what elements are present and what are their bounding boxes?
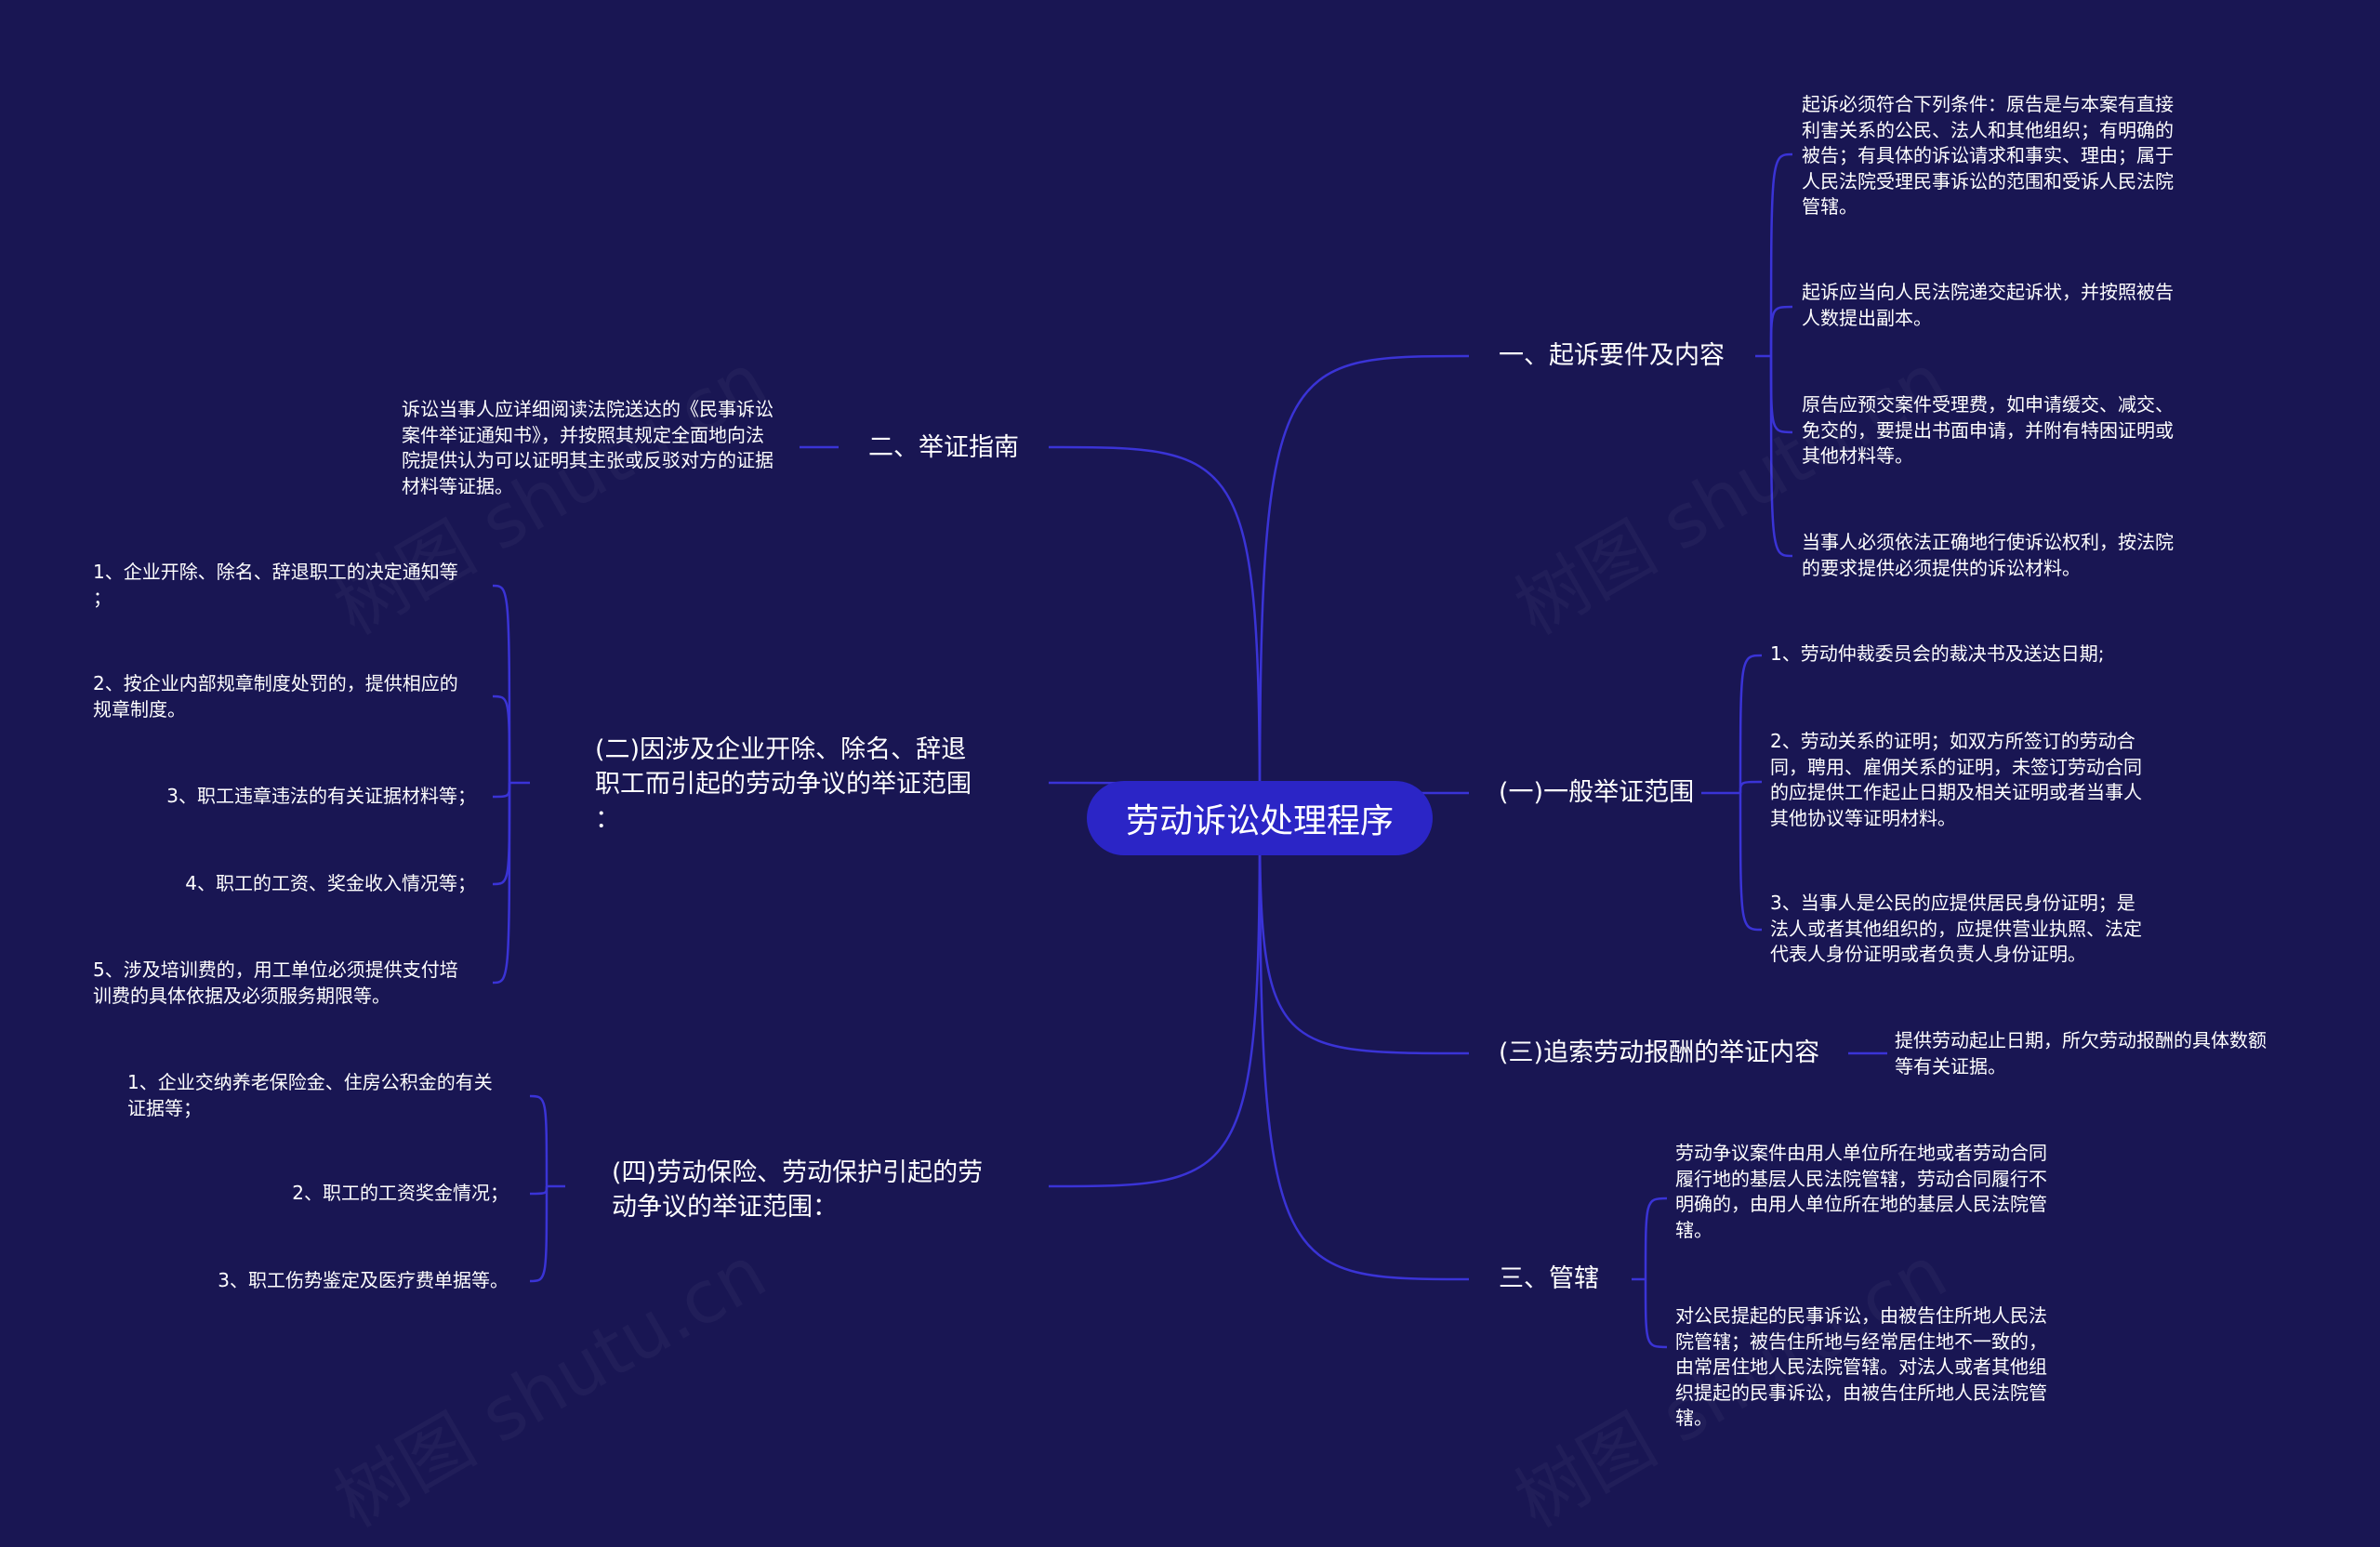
leaf-topic[interactable]: 4、职工的工资、奖金收入情况等； <box>185 872 476 894</box>
bracket-connector <box>492 782 511 799</box>
branch-topic-general-evidence[interactable]: (一)一般举证范围 <box>1499 778 1695 807</box>
trunk-connector <box>1048 445 1262 819</box>
bracket-connector <box>492 584 511 784</box>
bracket-connector <box>1739 654 1763 794</box>
bracket-connector <box>1739 792 1763 932</box>
bracket-connector <box>1769 305 1793 357</box>
bracket-connector <box>529 1094 549 1187</box>
bracket-connector <box>492 694 511 784</box>
leaf-topic[interactable]: 5、涉及培训费的，用工单位必须提供支付培 训费的具体依据及必须服务期限等。 <box>93 959 458 1007</box>
branch-topic-dismissal-disputes[interactable]: (二)因涉及企业开除、除名、辞退 职工而引起的劳动争议的举证范围 ： <box>595 735 972 834</box>
root-topic[interactable]: 劳动诉讼处理程序 <box>1087 781 1433 855</box>
leaf-topic[interactable]: 1、企业开除、除名、辞退职工的决定通知等 ； <box>93 561 458 609</box>
bracket-connector <box>1739 780 1763 794</box>
bracket-connector <box>1769 355 1793 434</box>
trunk-connector <box>1258 354 1470 819</box>
branch-topic-insurance-disputes[interactable]: (四)劳动保险、劳动保护引起的劳 动争议的举证范围： <box>612 1158 984 1223</box>
bracket-connector <box>492 782 511 985</box>
leaf-topic[interactable]: 2、劳动关系的证明；如双方所签订的劳动合 同，聘用、雇佣关系的证明，未签订劳动合… <box>1770 730 2142 829</box>
branch-topic-wage-claim[interactable]: (三)追索劳动报酬的举证内容 <box>1499 1038 1820 1067</box>
bracket-connector <box>492 782 511 886</box>
leaf-topic[interactable]: 当事人必须依法正确地行使诉讼权利，按法院 的要求提供必须提供的诉讼材料。 <box>1802 531 2174 579</box>
branch-topic-evidence-guide[interactable]: 二、举证指南 <box>868 433 1019 462</box>
bracket-connector <box>529 1185 549 1283</box>
leaf-topic[interactable]: 2、按企业内部规章制度处罚的，提供相应的 规章制度。 <box>93 672 458 721</box>
leaf-topic[interactable]: 诉讼当事人应详细阅读法院送达的《民事诉讼 案件举证通知书》，并按照其规定全面地向… <box>402 398 774 497</box>
leaf-topic[interactable]: 3、职工违章违法的有关证据材料等； <box>166 785 476 807</box>
branch-topic-filing-requirements[interactable]: 一、起诉要件及内容 <box>1499 341 1725 370</box>
leaf-topic[interactable]: 3、当事人是公民的应提供居民身份证明；是 法人或者其他组织的，应提供营业执照、法… <box>1770 892 2142 966</box>
bracket-connector <box>1769 152 1793 357</box>
bracket-connector <box>1644 1278 1668 1349</box>
leaf-topic[interactable]: 1、企业交纳养老保险金、住房公积金的有关 证据等； <box>127 1071 493 1119</box>
leaf-topic[interactable]: 对公民提起的民事诉讼，由被告住所地人民法 院管辖；被告住所地与经常居住地不一致的… <box>1675 1304 2047 1430</box>
branch-topic-jurisdiction[interactable]: 三、管辖 <box>1499 1264 1599 1293</box>
trunk-connector <box>1048 817 1262 1188</box>
leaf-topic[interactable]: 提供劳动起止日期，所欠劳动报酬的具体数额 等有关证据。 <box>1895 1029 2267 1078</box>
leaf-topic[interactable]: 起诉应当向人民法院递交起诉状，并按照被告 人数提出副本。 <box>1802 281 2174 329</box>
bracket-connector <box>1769 355 1793 558</box>
leaf-topic[interactable]: 劳动争议案件由用人单位所在地或者劳动合同 履行地的基层人民法院管辖，劳动合同履行… <box>1675 1142 2047 1241</box>
leaf-topic[interactable]: 3、职工伤势鉴定及医疗费单据等。 <box>218 1269 509 1291</box>
leaf-topic[interactable]: 原告应预交案件受理费，如申请缓交、减交、 免交的，要提出书面申请，并附有特困证明… <box>1802 393 2174 468</box>
trunk-connector <box>1258 817 1470 1281</box>
leaf-topic[interactable]: 起诉必须符合下列条件：原告是与本案有直接 利害关系的公民、法人和其他组织；有明确… <box>1802 93 2174 218</box>
leaf-topic[interactable]: 2、职工的工资奖金情况； <box>292 1182 509 1204</box>
leaf-topic[interactable]: 1、劳动仲裁委员会的裁决书及送达日期; <box>1770 642 2105 665</box>
bracket-connector <box>529 1185 549 1196</box>
bracket-connector <box>1644 1197 1668 1280</box>
